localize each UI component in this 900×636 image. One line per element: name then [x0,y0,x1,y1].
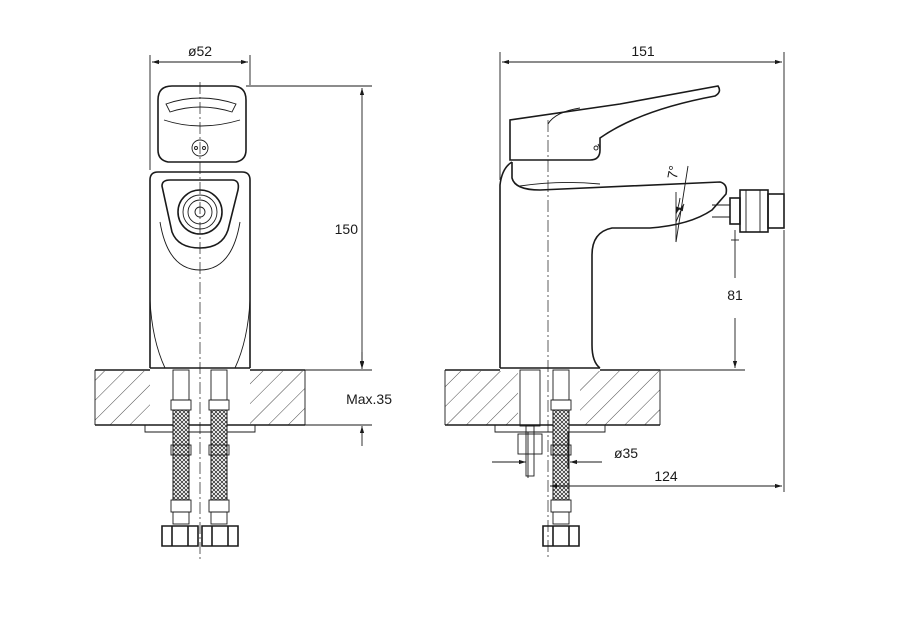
dim-front-height: 150 [246,85,372,371]
front-hoses [161,369,239,547]
dim-label-mount-thickness: Max.35 [346,391,392,407]
dim-label-spout-angle: 7° [664,164,682,180]
nut-icon [161,525,199,547]
dim-outlet-reach: 124 [550,230,785,492]
front-view: ø52 150 Max.35 [94,43,392,560]
dim-label-front-height: 150 [335,221,359,237]
dim-front-width: ø52 [149,43,251,170]
side-lever [509,85,721,161]
side-view: 151 7° 81 ø35 [444,43,785,560]
nut-icon [201,525,239,547]
dim-spout-angle: 7° [664,164,689,243]
dim-side-length: 151 [499,43,785,194]
nut-icon [542,525,580,547]
dim-label-outlet-reach: 124 [654,468,678,484]
dim-label-hole-diameter: ø35 [614,445,638,461]
dim-label-front-width: ø52 [188,43,212,59]
nozzle-tip [767,193,785,229]
dim-spout-height: 81 [660,230,745,371]
front-lever [157,85,247,163]
side-faucet-body [499,85,785,369]
side-hoses [517,369,580,547]
dim-mount-thickness: Max.35 [305,352,392,446]
dim-label-side-length: 151 [631,43,655,59]
nozzle-body [739,189,769,233]
dim-label-spout-height: 81 [727,287,743,303]
nozzle-base [729,197,741,225]
indicator-icon [191,139,209,157]
dim-hole-diameter: ø35 [492,432,638,478]
